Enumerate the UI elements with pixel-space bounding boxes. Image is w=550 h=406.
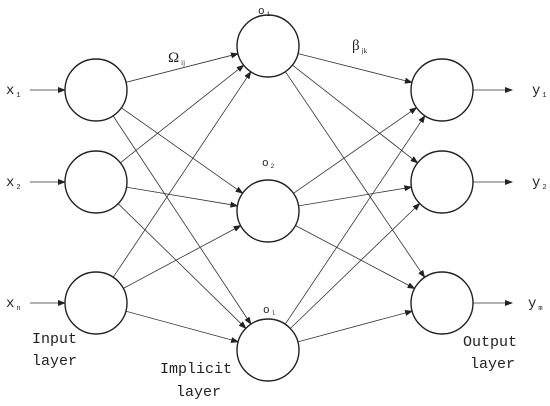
hidden-layer-label: Implicit layer [160,361,241,401]
edge-in2-h1 [120,64,245,164]
input-node-3 [64,271,128,335]
edge-h3-out1 [284,114,426,325]
input-node-1 [64,58,128,122]
edge-h1-out1 [298,53,413,84]
edge-h1-out3 [285,71,426,279]
connections [30,52,513,343]
edge-in3-h2 [123,225,242,289]
edge-in2-h3 [117,203,247,329]
output-layer-label: Output layer [463,334,526,373]
input-layer-label: Input layer [32,331,86,370]
hidden-node-2 [236,179,300,243]
edge-h1-out2 [292,64,419,164]
edge-h2-out2 [298,185,413,207]
edge-h3-out2 [290,202,421,329]
edge-in1-h3 [112,115,252,325]
edge-h2-out1 [293,107,418,194]
edge-in1-h2 [121,107,244,194]
edge-in1-h1 [125,52,239,83]
output-node-2 [410,150,474,214]
hidden-node-3 [236,318,300,382]
input-node-2 [64,150,128,214]
edge-in3-h3 [125,310,240,343]
output-node-3 [410,271,474,335]
output-node-1 [410,58,474,122]
edge-in3-h1 [112,70,252,278]
edge-h3-out3 [297,310,414,343]
hidden-node-1 [236,14,300,78]
edge-in2-h2 [126,186,239,208]
edge-h2-out3 [295,225,416,289]
